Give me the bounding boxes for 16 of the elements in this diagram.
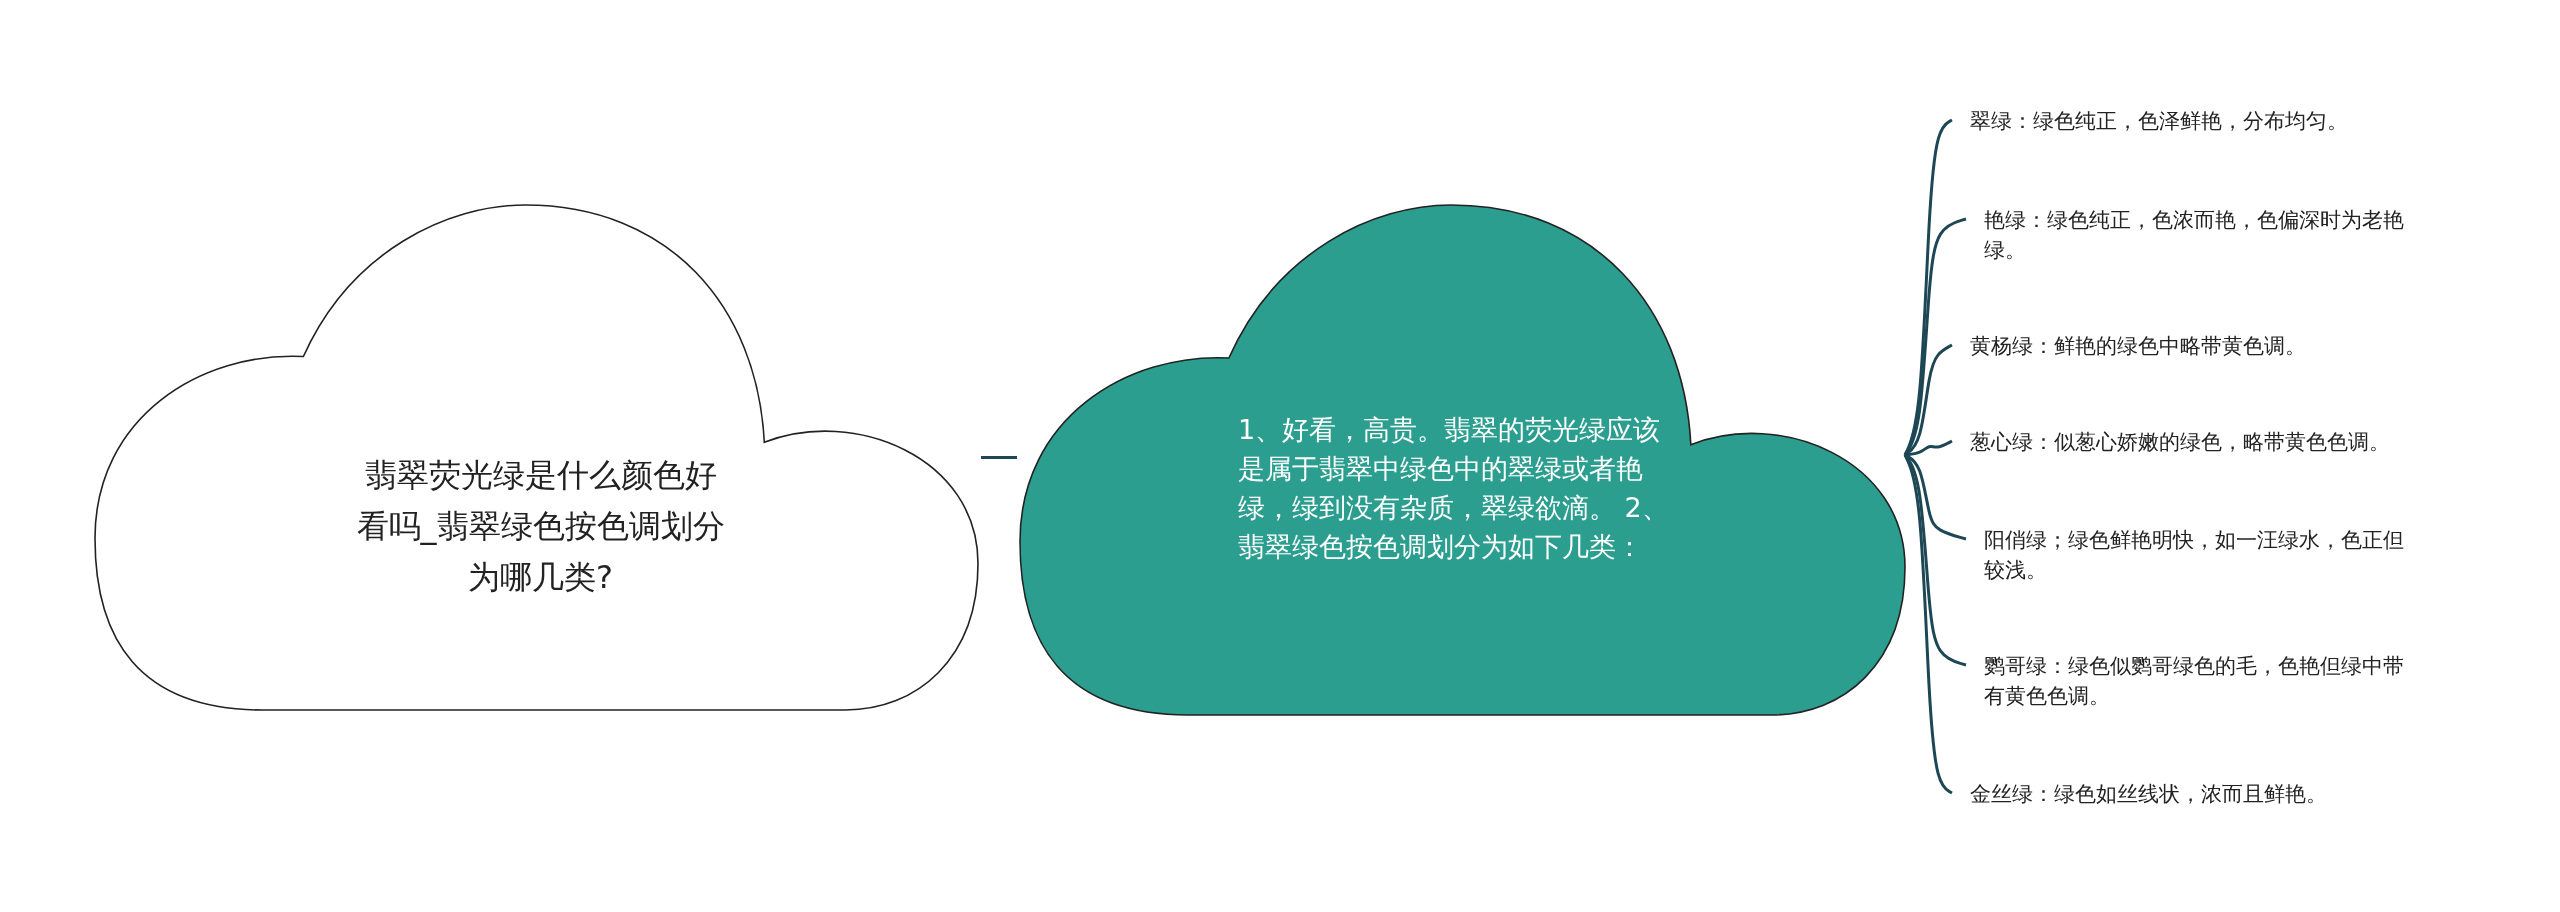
branch-line	[1904, 439, 1953, 457]
branch-line	[1903, 118, 1953, 456]
cloud-text: 翡翠荧光绿是什么颜色好看吗_翡翠绿色按色调划分为哪几类?	[355, 455, 726, 598]
connector-line	[981, 456, 1017, 459]
branch-line	[1903, 454, 1953, 795]
branch-text: 葱心绿：似葱心娇嫩的绿色，略带黄色色调。	[1970, 427, 2395, 457]
branch-text: 艳绿：绿色纯正，色浓而艳，色偏深时为老艳绿。	[1984, 205, 2409, 265]
branch-line	[1903, 454, 1967, 667]
branch-line	[1903, 217, 1967, 456]
branch-text: 翠绿：绿色纯正，色泽鲜艳，分布均匀。	[1970, 106, 2395, 136]
branch-text: 金丝绿：绿色如丝线状，浓而且鲜艳。	[1970, 779, 2395, 809]
branch-line	[1904, 343, 1953, 457]
branch-text: 阳俏绿；绿色鲜艳明快，如一汪绿水，色正但较浅。	[1984, 525, 2409, 585]
branch-text: 鹦哥绿：绿色似鹦哥绿色的毛，色艳但绿中带有黄色色调。	[1984, 651, 2409, 711]
cloud-text: 1、好看，高贵。翡翠的荧光绿应该是属于翡翠中绿色中的翠绿或者艳绿，绿到没有杂质，翠绿欲滴。 2、翡翠绿色按色调划分为如下几类：	[1238, 413, 1670, 564]
branch-text: 黄杨绿：鲜艳的绿色中略带黄色调。	[1970, 331, 2395, 361]
